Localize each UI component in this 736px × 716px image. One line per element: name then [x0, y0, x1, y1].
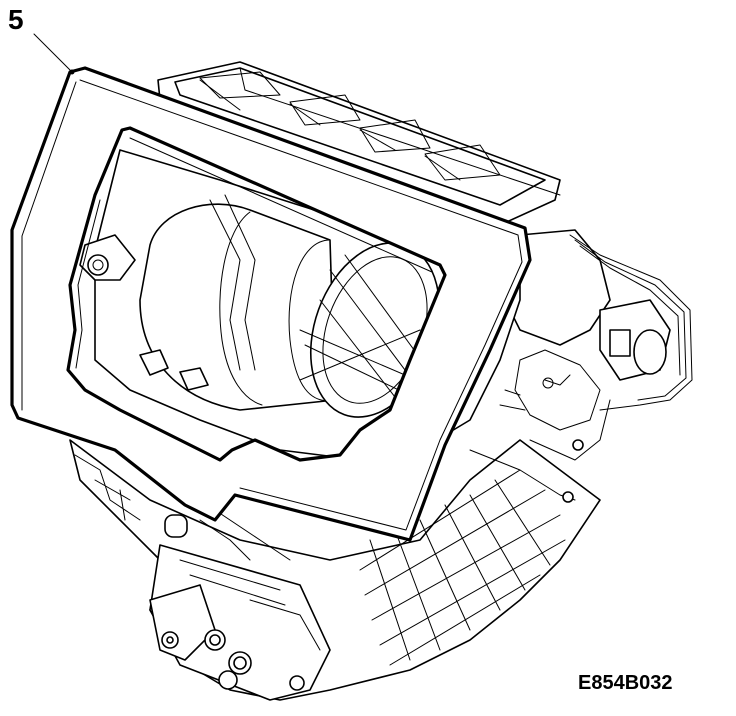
- air-outlet-duct: [157, 61, 561, 226]
- callout-leader: [33, 33, 75, 75]
- connector-block: [149, 544, 331, 701]
- figure-code: E854B032: [578, 672, 673, 694]
- gasket-frame: [10, 66, 532, 542]
- callout-number: 5: [8, 4, 24, 35]
